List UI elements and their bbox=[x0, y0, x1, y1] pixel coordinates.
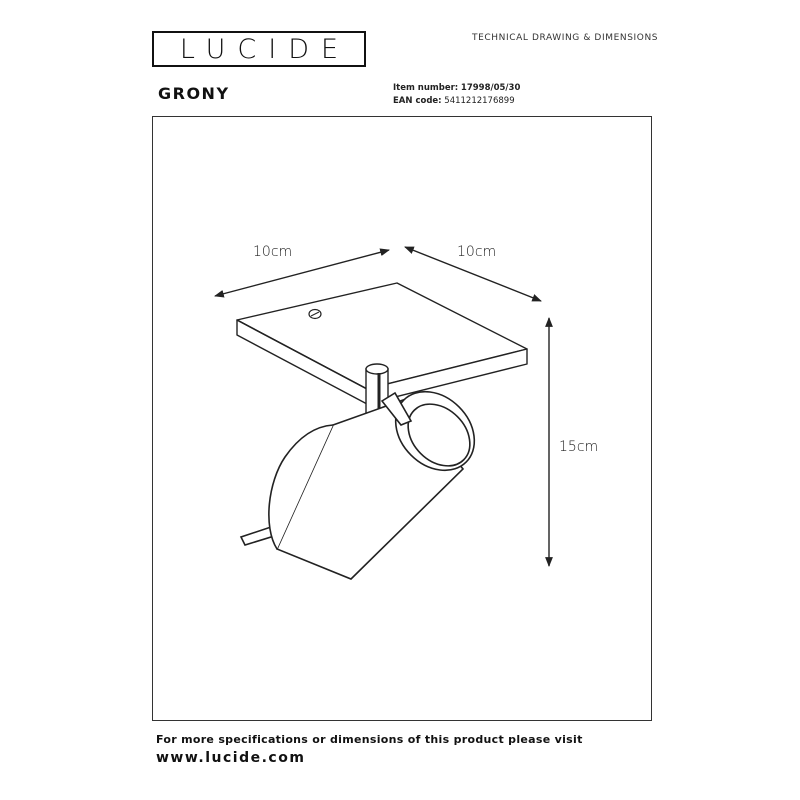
document-type: TECHNICAL DRAWING & DIMENSIONS bbox=[472, 33, 659, 43]
ean-label: EAN code: bbox=[393, 96, 442, 106]
depth-label: 10cm bbox=[457, 244, 496, 260]
spot-head bbox=[239, 390, 476, 580]
website-link[interactable]: www.lucide.com bbox=[156, 750, 306, 766]
height-dimension: 15cm bbox=[545, 317, 598, 567]
plate-front-edge bbox=[236, 319, 368, 390]
screw-icon bbox=[308, 308, 322, 320]
depth-dimension: 10cm bbox=[404, 244, 542, 302]
bracket-slot bbox=[380, 391, 413, 426]
product-meta: Item number: 17998/05/30 EAN code: 54112… bbox=[393, 82, 520, 108]
item-number-label: Item number: bbox=[393, 83, 459, 93]
width-dimension-line bbox=[214, 248, 390, 298]
footer-note: For more specifications or dimensions of… bbox=[156, 733, 583, 746]
brand-logo-text: LUCIDE bbox=[179, 33, 351, 65]
lamp-stem bbox=[365, 363, 389, 420]
depth-dimension-line bbox=[404, 246, 542, 302]
cylinder-back-curve bbox=[268, 424, 334, 550]
ean-value: 5411212176899 bbox=[444, 96, 515, 106]
brand-logo: LUCIDE bbox=[152, 31, 366, 67]
item-number-value: 17998/05/30 bbox=[460, 83, 521, 93]
stem-top bbox=[365, 363, 389, 375]
item-number-row: Item number: 17998/05/30 bbox=[393, 82, 520, 95]
product-name: GRONY bbox=[158, 84, 230, 103]
technical-drawing-frame: 10cm 10cm 15cm bbox=[152, 116, 652, 721]
ean-row: EAN code: 5411212176899 bbox=[393, 95, 520, 108]
lens-inner bbox=[407, 403, 471, 467]
width-label: 10cm bbox=[253, 244, 292, 260]
width-dimension: 10cm bbox=[214, 244, 390, 298]
technical-drawing: 10cm 10cm 15cm bbox=[214, 244, 598, 580]
height-label: 15cm bbox=[559, 439, 598, 455]
ceiling-plate bbox=[236, 282, 528, 405]
